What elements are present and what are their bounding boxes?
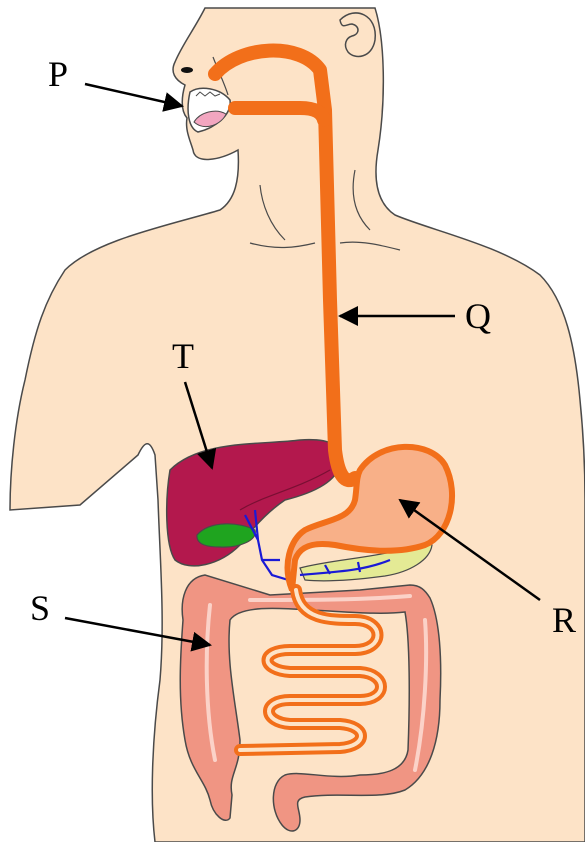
label-p: P (48, 54, 68, 94)
nostril (181, 67, 193, 73)
body-silhouette (10, 8, 585, 842)
label-q: Q (465, 296, 491, 336)
label-t: T (172, 336, 194, 376)
arrow-p (85, 84, 182, 106)
label-r: R (552, 600, 576, 640)
label-s: S (30, 588, 50, 628)
